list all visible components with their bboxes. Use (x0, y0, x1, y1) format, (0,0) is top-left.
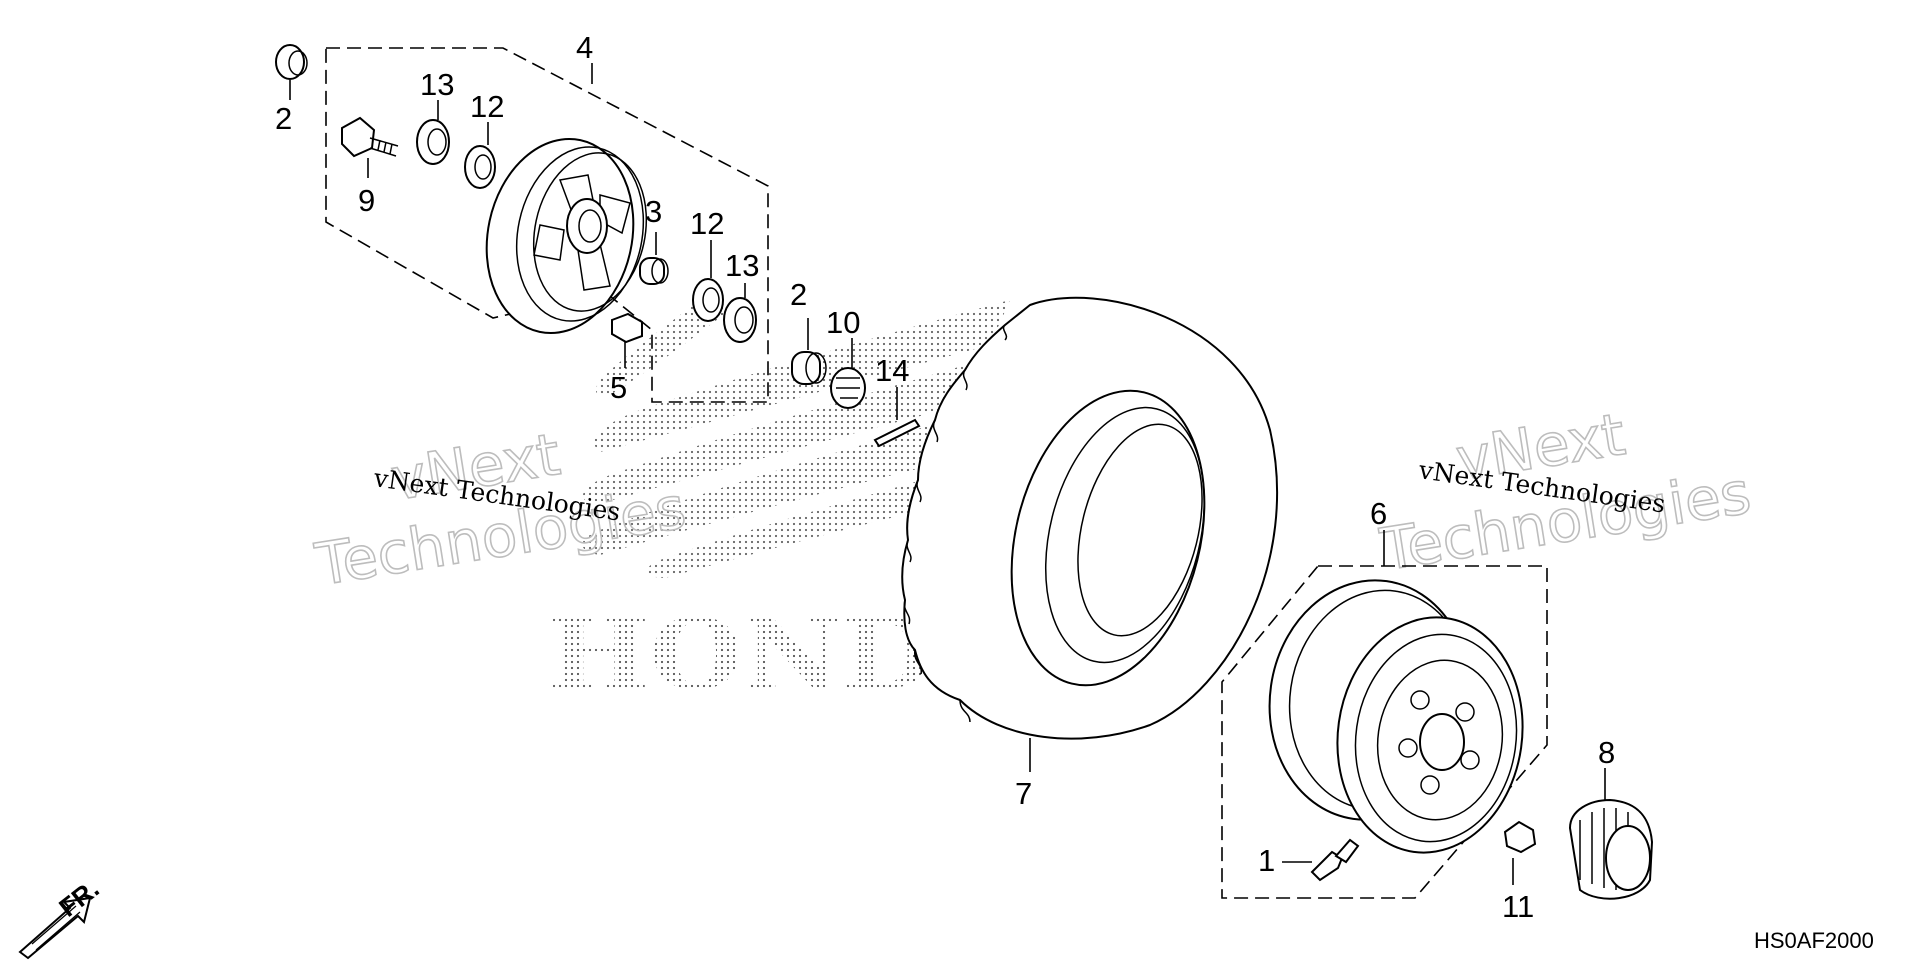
callout-7: 7 (1015, 776, 1032, 811)
cotter-pin-part-14 (873, 387, 921, 448)
oil-seal-part-13-right (723, 283, 757, 343)
oil-seal-part-13-top (416, 100, 450, 165)
callout-1: 1 (1258, 843, 1275, 878)
callout-4: 4 (576, 30, 593, 65)
tire-part-7 (901, 296, 1279, 772)
collar-part-2-right (791, 318, 827, 385)
wheel-hub-drum (485, 137, 648, 335)
callout-10: 10 (826, 305, 860, 340)
callout-9: 9 (358, 183, 375, 218)
bearing-part-12-right (692, 240, 724, 322)
callout-2-right: 2 (790, 277, 807, 312)
rim-part-6 (1268, 579, 1524, 854)
callout-12-top: 12 (470, 89, 504, 124)
drawing-code: HS0AF2000 (1754, 928, 1874, 953)
hub-cap-part-8 (1568, 768, 1654, 900)
callout-12-right: 12 (690, 206, 724, 241)
rim-assembly-boundary (1221, 565, 1548, 899)
castle-nut-part-10 (830, 338, 866, 409)
front-direction-arrow (18, 896, 92, 960)
callout-13-top: 13 (420, 67, 454, 102)
wheel-nut-part-11 (1503, 820, 1537, 885)
collar-part-2-top (275, 44, 308, 100)
callout-5: 5 (610, 370, 627, 405)
callout-11: 11 (1502, 889, 1534, 924)
nut-part-5 (611, 312, 643, 368)
callout-6: 6 (1370, 496, 1387, 531)
callout-3: 3 (645, 194, 662, 229)
callout-8: 8 (1598, 735, 1615, 770)
callout-2-top: 2 (275, 101, 292, 136)
distance-collar-part-3 (639, 232, 669, 285)
bolt-part-9 (341, 116, 399, 178)
hub-assembly-boundary (325, 47, 769, 403)
valve-part-1 (1282, 838, 1360, 882)
bearing-part-12-top (464, 122, 496, 189)
callout-14: 14 (875, 353, 909, 388)
callout-13-right: 13 (725, 248, 759, 283)
